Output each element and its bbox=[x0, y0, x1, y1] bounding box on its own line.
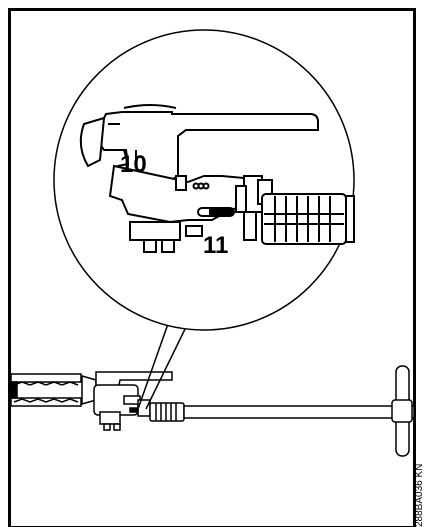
detail-handle-assembly bbox=[79, 104, 355, 253]
overview-handle-assembly bbox=[93, 371, 173, 431]
detail-leader-lines bbox=[137, 320, 187, 410]
detail-circle: 10 11 bbox=[53, 29, 355, 331]
figure-code: 288BA036 KN bbox=[414, 464, 424, 527]
overview-tool bbox=[10, 365, 415, 457]
bike-handle bbox=[391, 365, 413, 457]
cutting-attachment bbox=[10, 373, 97, 407]
callout-11-label: 11 bbox=[203, 232, 228, 259]
drive-tube bbox=[183, 405, 415, 419]
callout-10-label: 10 bbox=[120, 151, 147, 178]
overview-grip bbox=[149, 402, 185, 422]
